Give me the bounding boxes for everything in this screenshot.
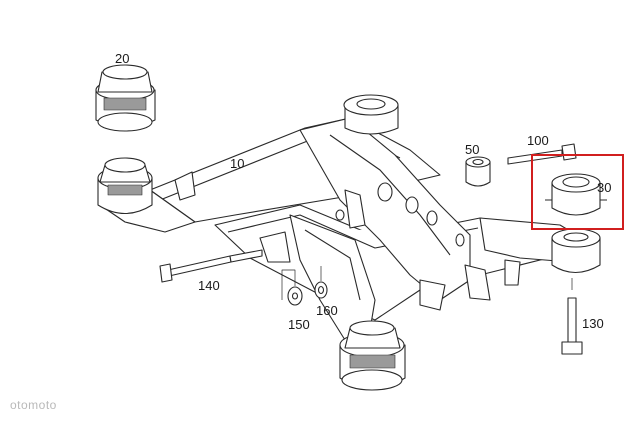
highlight-box-30 <box>531 154 624 230</box>
label-part-30: 30 <box>597 180 612 195</box>
label-part-150: 150 <box>288 317 310 332</box>
label-part-20: 20 <box>115 51 130 66</box>
part-20-mount <box>95 64 156 132</box>
right-front-mount <box>551 228 601 274</box>
watermark: otomoto <box>10 398 57 412</box>
bottom-front-mount <box>339 320 406 391</box>
part-50-bushing <box>465 156 491 187</box>
label-part-10: 10 <box>230 156 245 171</box>
label-part-160: 160 <box>316 303 338 318</box>
leader-lines <box>281 266 573 300</box>
label-part-140: 140 <box>198 278 220 293</box>
part-150-washer <box>287 286 303 306</box>
part-160-washer <box>314 281 328 299</box>
left-rear-mount <box>97 157 153 215</box>
label-part-100: 100 <box>527 133 549 148</box>
label-part-130: 130 <box>582 316 604 331</box>
part-130-bolt <box>561 297 583 355</box>
top-rear-mount <box>343 94 399 135</box>
part-140-bolt <box>159 249 263 283</box>
part-30-bushing <box>545 173 607 216</box>
label-part-50: 50 <box>465 142 480 157</box>
subframe-part-10 <box>99 117 586 341</box>
